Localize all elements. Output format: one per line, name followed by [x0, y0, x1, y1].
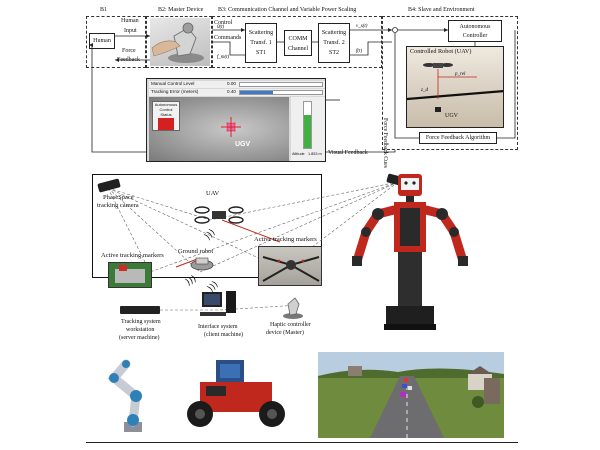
haptic-label-2: device (Master): [266, 330, 304, 336]
uav-icon: [423, 63, 453, 68]
control-label: Control: [214, 20, 233, 26]
haptic-label-1: Haptic controller: [270, 322, 311, 328]
haptic-controller-icon: [283, 297, 303, 319]
human-box: Human: [89, 33, 115, 49]
svg-text:f_m(t): f_m(t): [217, 55, 230, 60]
diagram-connectors: v_s(t) f(t) 0(t) f_m(t): [89, 24, 516, 153]
b1-title: B1: [100, 7, 108, 13]
interface-computer-icon: [200, 291, 236, 316]
red-ugv-illustration: [187, 360, 285, 427]
autonomous-controller-box: Autonomous Controller: [448, 20, 502, 42]
altitude-gauge: Altitude 1.853 m: [291, 97, 325, 161]
ground-robot-label: Ground robot: [178, 248, 214, 255]
master-device-photo: [150, 18, 210, 66]
ground-robot-icon: [190, 257, 214, 271]
workstation-label-3: (server machine): [119, 335, 160, 341]
st1-box: Scattering Transf. 1 ST1: [245, 23, 277, 63]
b4-title: B4: Slave and Environment: [408, 7, 475, 13]
active-markers-left-label: Active tracking markers: [101, 252, 164, 259]
comm-channel-box: COMM Channel: [284, 30, 312, 56]
interface-label-1: Interface system: [198, 324, 238, 330]
ugv-label-b4: UGV: [445, 113, 458, 119]
operator-gui: Manual Control Level 0.00 Tracking Error…: [146, 78, 326, 162]
phasespace-label-1: PhaseSpace: [103, 194, 134, 201]
manual-control-bar: [239, 82, 323, 87]
phasespace-label-2: tracking camera: [97, 202, 139, 209]
controlled-robot-label: Controlled Robot (UAV): [410, 48, 472, 55]
interface-label-2: (client machine): [204, 332, 244, 338]
robot-scene: p_rel z_d: [407, 63, 503, 112]
b3-title: B3: Communication Channel and Variable P…: [218, 7, 357, 13]
human-input-label-1: Human: [121, 18, 139, 24]
workstation-label-2: workstation: [126, 327, 155, 333]
b1-frame: [86, 16, 146, 68]
force-feedback-label-1: Force: [122, 48, 136, 54]
setup-lines: [107, 181, 399, 311]
haptic-device-illustration: [151, 22, 204, 63]
tracking-error-row: Tracking Error (meters) 0.40: [149, 89, 325, 96]
ugv-label-gui: UGV: [235, 141, 251, 148]
svg-text:0(t): 0(t): [217, 25, 225, 30]
active-markers-right-label: Active tracking markers: [254, 236, 317, 243]
svg-text:f(t): f(t): [356, 49, 362, 54]
setup-frame: [92, 174, 322, 278]
controlled-robot-photo: Controlled Robot (UAV) p_rel z_d UGV: [406, 46, 504, 128]
ur-robot-arm-illustration: [107, 359, 142, 432]
st2-box: Scattering Transf. 2 ST2: [318, 23, 350, 63]
svg-text:v_s(t): v_s(t): [356, 24, 368, 29]
svg-text:p_rel: p_rel: [454, 72, 466, 77]
manual-control-row: Manual Control Level 0.00: [149, 81, 325, 88]
force-feedback-algorithm-box: Force Feedback Algorithm: [419, 132, 497, 144]
camera-view: Autonomous Control Status UGV: [149, 97, 289, 161]
commands-label: Commands: [214, 35, 242, 41]
tracking-workstation-icon: [120, 306, 160, 314]
status-indicator: [158, 118, 174, 130]
bottom-rule: [86, 442, 518, 443]
workstation-label-1: Tracking system: [121, 319, 161, 325]
b4-frame: [382, 16, 518, 150]
visual-feedback-label: Visual Feedback: [328, 150, 368, 156]
ground-robot-photo: [108, 262, 152, 288]
b2-frame: [146, 16, 212, 68]
uav-drone-icon: [194, 206, 244, 224]
uav-photo: [258, 246, 322, 286]
b2-title: B2: Master Device: [158, 7, 204, 13]
tracking-overlay: [221, 117, 241, 137]
road-simulation-scene: [318, 352, 504, 438]
svg-text:z_d: z_d: [420, 88, 428, 93]
tracking-error-bar: [239, 90, 323, 95]
baxter-robot-illustration: [352, 174, 468, 330]
autonomous-status-panel: Autonomous Control Status: [152, 101, 180, 131]
human-input-label-2: Input: [124, 28, 137, 34]
uav-label: UAV: [206, 190, 220, 197]
